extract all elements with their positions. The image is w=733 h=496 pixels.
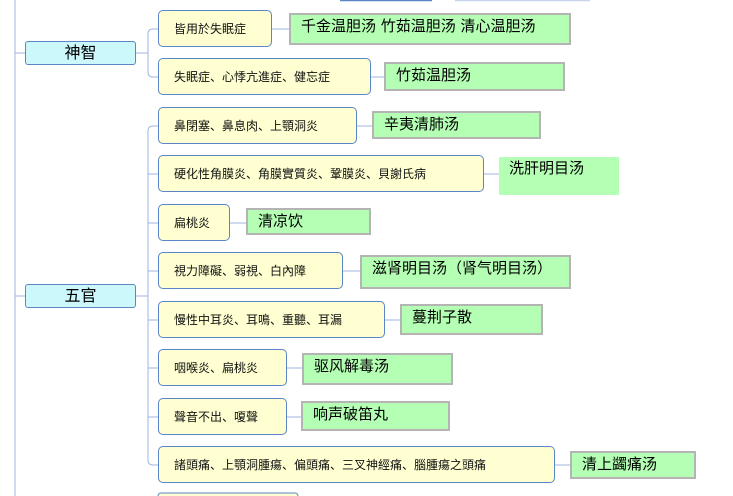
formula-node[interactable]: 洗肝明目汤 xyxy=(499,157,619,195)
formula-node[interactable]: 蔓荆子散 xyxy=(400,304,543,335)
category-node-wuguan[interactable]: 五官 xyxy=(25,284,136,308)
formula-node[interactable]: 竹茹温胆汤 xyxy=(384,62,565,91)
symptom-node[interactable]: 皆用於失眠症 xyxy=(158,10,272,47)
formula-node[interactable]: 清凉饮 xyxy=(246,208,371,235)
formula-node[interactable]: 千金温胆汤 竹茹温胆汤 清心温胆汤 xyxy=(289,13,571,45)
symptom-node[interactable]: 咽喉炎、扁桃炎 xyxy=(158,349,287,386)
formula-node[interactable]: 滋肾明目汤（肾气明目汤） xyxy=(360,255,571,289)
symptom-node[interactable]: 諸頭痛、上顎洞腫瘍、偏頭痛、三叉神經痛、腦腫瘍之頭痛 xyxy=(158,446,555,483)
symptom-node[interactable]: 硬化性角膜炎、角膜實質炎、鞏膜炎、貝謝氏病 xyxy=(158,155,484,192)
formula-node[interactable]: 清上蠲痛汤 xyxy=(570,451,696,479)
symptom-node[interactable]: 聲音不出、嗄聲 xyxy=(158,398,287,435)
category-node-shenzhi[interactable]: 神智 xyxy=(25,41,136,65)
formula-node[interactable]: 响声破笛丸 xyxy=(301,401,450,431)
symptom-node[interactable]: 視力障礙、弱視、白內障 xyxy=(158,252,343,289)
symptom-node[interactable]: 扁桃炎 xyxy=(158,204,230,241)
symptom-node[interactable]: 慢性中耳炎、耳鳴、重聽、耳漏 xyxy=(158,301,385,338)
symptom-node[interactable]: 失眠症、心悸亢進症、健忘症 xyxy=(158,58,371,95)
formula-node[interactable]: 辛夷清肺汤 xyxy=(372,111,541,139)
symptom-node[interactable]: 鼻閉塞、鼻息肉、上顎洞炎 xyxy=(158,107,357,144)
formula-node[interactable]: 驱风解毒汤 xyxy=(302,353,453,385)
